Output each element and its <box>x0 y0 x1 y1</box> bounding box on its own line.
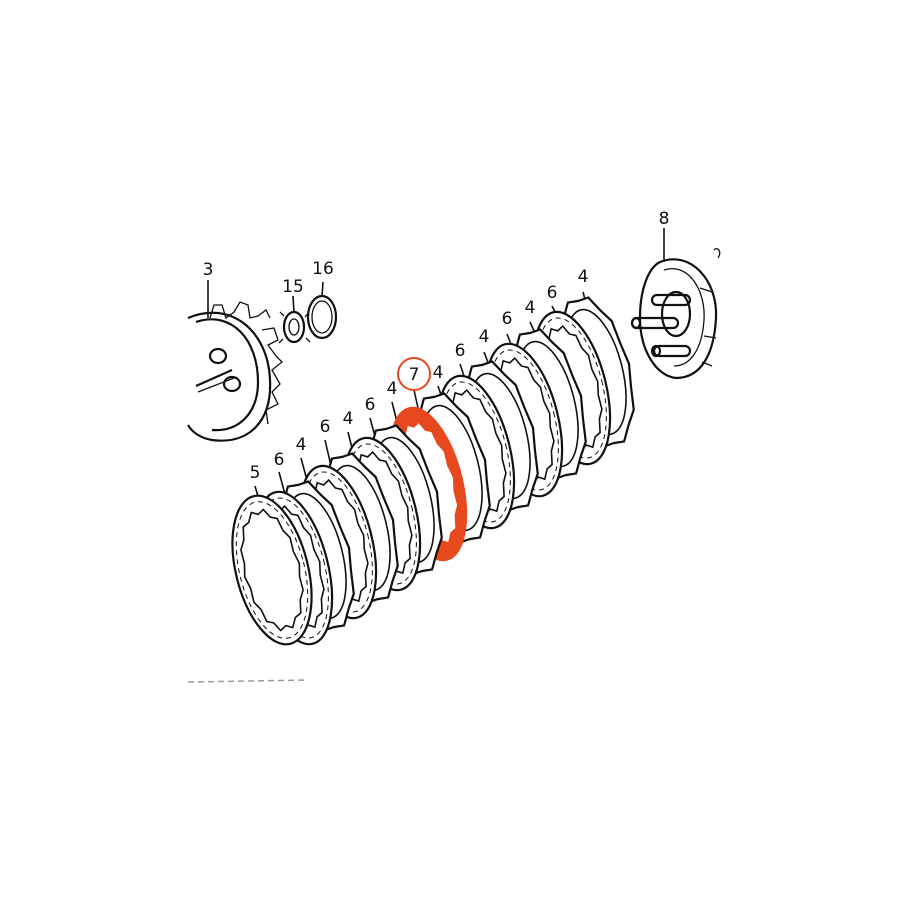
plate-lining-pattern <box>303 471 373 613</box>
plate-lining-pattern <box>441 381 511 523</box>
callout-16: 16 <box>312 259 334 279</box>
plate-lining-pattern <box>259 497 329 639</box>
scan-artifact <box>187 679 309 683</box>
callout-6: 6 <box>365 395 376 415</box>
callout-7: 7 <box>409 365 420 385</box>
leader-line <box>413 389 419 409</box>
plate-lining-pattern <box>393 413 463 555</box>
plate-inner-edge <box>240 508 304 632</box>
callout-4: 4 <box>578 267 589 287</box>
callout-4: 4 <box>387 379 398 399</box>
plate-lining-pattern <box>347 443 417 585</box>
callout-15: 15 <box>282 277 304 297</box>
callout-4: 4 <box>343 409 354 429</box>
plate-lining-pattern <box>537 317 607 459</box>
callout-4: 4 <box>525 298 536 318</box>
outer-plate <box>231 494 313 646</box>
callout-4: 4 <box>433 363 444 383</box>
clutch-outer-part <box>187 301 283 442</box>
callout-4: 4 <box>296 435 307 455</box>
callout-5: 5 <box>250 463 261 483</box>
clutch-plate-stack <box>231 291 635 646</box>
callout-4: 4 <box>479 327 490 347</box>
snap-ring-part <box>306 294 338 340</box>
callout-8: 8 <box>659 209 670 229</box>
pressure-plate-part <box>630 248 721 380</box>
callout-6: 6 <box>274 450 285 470</box>
callout-6: 6 <box>547 283 558 303</box>
callout-6: 6 <box>502 309 513 329</box>
plate-lining-pattern <box>235 501 309 639</box>
callout-6: 6 <box>320 417 331 437</box>
plate-lining-pattern <box>489 349 559 491</box>
lock-washer-part <box>278 310 311 344</box>
callout-6: 6 <box>455 341 466 361</box>
callout-3: 3 <box>203 260 214 280</box>
highlight-ring <box>397 357 431 391</box>
